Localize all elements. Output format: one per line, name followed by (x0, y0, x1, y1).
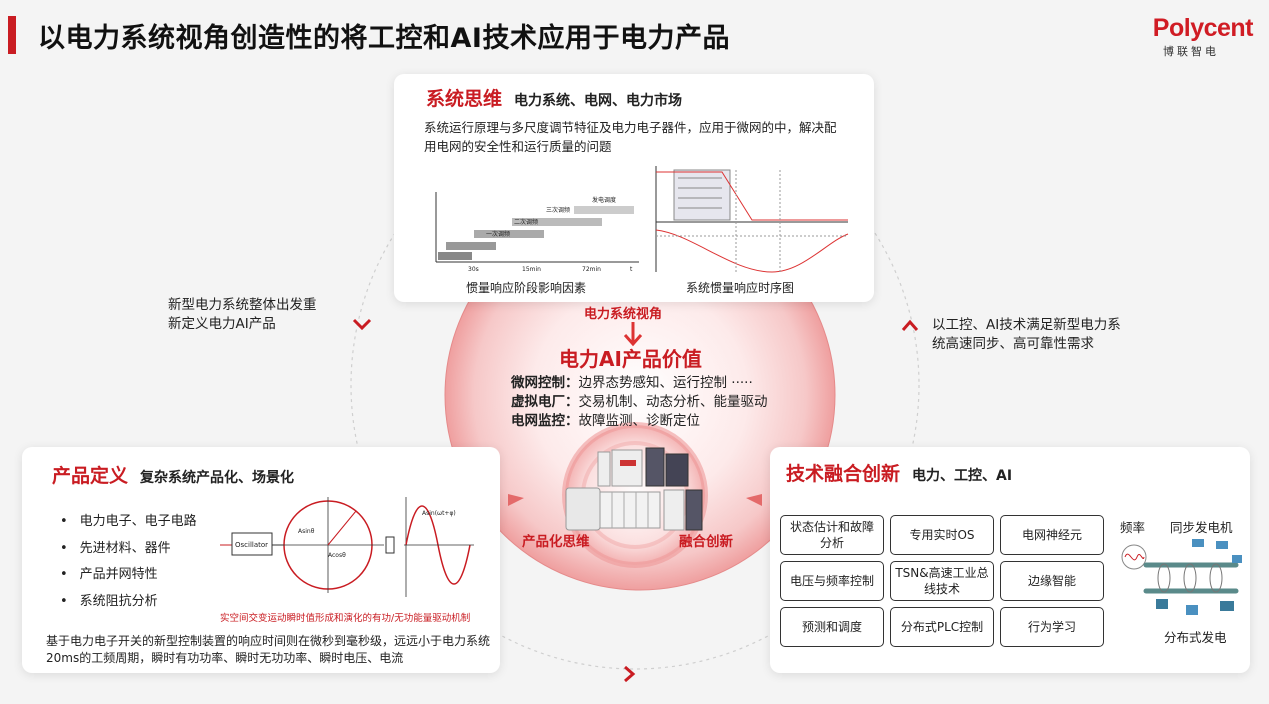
chevron-left-icon (352, 318, 372, 331)
chevron-bottom-icon (624, 665, 636, 683)
value-item-key: 虚拟电厂： (511, 394, 579, 410)
value-item-value: 边界态势感知、运行控制 ····· (578, 375, 753, 391)
fig-label-asin: Asinθ (298, 528, 315, 535)
system-thinking-heading: 系统思维 电力系统、电网、电力市场 (426, 84, 682, 111)
right-side-line-2: 统高速同步、高可靠性需求 (932, 336, 1094, 352)
tech-tag: 电网神经元 (1000, 515, 1104, 555)
value-item-key: 电网监控： (511, 413, 579, 429)
logo-brand: Polycent (1152, 14, 1254, 42)
fig-label-wave: Asin(ωt+φ) (422, 510, 456, 517)
bullet-item: 产品并网特性 (60, 562, 197, 589)
distributed-generation-label: 分布式发电 (1164, 630, 1227, 645)
inertia-timing-figure (655, 166, 849, 274)
product-definition-title: 产品定义 (52, 465, 129, 487)
perspective-label: 电力系统视角 (584, 307, 663, 322)
system-thinking-title: 系统思维 (426, 88, 503, 110)
tech-tag: 预测和调度 (780, 607, 884, 647)
tech-fusion-card: 技术融合创新 电力、工控、AI 状态估计和故障分析 专用实时OS 电网神经元 电… (770, 447, 1250, 673)
generator-network-icon (1121, 539, 1242, 615)
product-definition-note: 基于电力电子开关的新型控制装置的响应时间则在微秒到毫秒级，远远小于电力系统20m… (46, 634, 491, 665)
bullet-item: 先进材料、器件 (60, 536, 197, 563)
bullet-item: 电力电子、电子电路 (60, 509, 197, 536)
tech-fusion-heading: 技术融合创新 电力、工控、AI (786, 459, 1012, 486)
value-item-key: 微网控制： (511, 375, 579, 391)
fig-label-oscillator: Oscillator (235, 541, 268, 549)
product-definition-card: 产品定义 复杂系统产品化、场景化 电力电子、电子电路 先进材料、器件 产品并网特… (22, 447, 500, 673)
title-accent-bar (8, 16, 16, 54)
figure1-caption: 惯量响应阶段影响因素 (466, 281, 587, 295)
left-side-line-1: 新型电力系统整体出发重 (168, 297, 317, 313)
inertia-stage-figure: 一次调频 二次调频 三次调频 发电调度 30s 15min 72min t (435, 192, 639, 273)
logo-sub: 博联智电 (1163, 45, 1219, 58)
tech-tag: 专用实时OS (890, 515, 994, 555)
system-thinking-card: 系统思维 电力系统、电网、电力市场 系统运行原理与多尺度调节特征及电力电子器件，… (394, 74, 874, 302)
system-thinking-subtitle: 电力系统、电网、电力市场 (514, 93, 683, 109)
arrow-right-in (746, 494, 762, 506)
value-item: 电网监控：故障监测、诊断定位 (511, 412, 768, 431)
value-title: 电力AI产品价值 (559, 347, 702, 371)
fig1-label-dispatch: 发电调度 (592, 196, 616, 204)
fig1-axis-72min: 72min (582, 266, 601, 273)
left-side-line-2: 新定义电力AI产品 (168, 316, 276, 332)
fusion-innovation-label: 融合创新 (679, 534, 733, 550)
tech-fusion-subtitle: 电力、工控、AI (912, 468, 1013, 484)
tech-tag: 分布式PLC控制 (890, 607, 994, 647)
tech-fusion-title: 技术融合创新 (786, 463, 901, 485)
sync-generator-label: 同步发电机 (1170, 520, 1233, 535)
value-item-value: 交易机制、动态分析、能量驱动 (578, 394, 768, 410)
fig1-axis-15min: 15min (522, 266, 541, 273)
chevron-right-icon (901, 319, 919, 331)
tech-tag: 电压与频率控制 (780, 561, 884, 601)
fig1-axis-t: t (630, 266, 633, 273)
fig1-label-tertiary: 三次调频 (546, 206, 570, 214)
logo: Polycent 博联智电 (1152, 14, 1254, 59)
frequency-label: 频率 (1120, 520, 1146, 535)
tech-tag: 行为学习 (1000, 607, 1104, 647)
fig-label-acos: Acosθ (328, 552, 346, 559)
power-products-image (565, 447, 703, 531)
figure2-caption: 系统惯量响应时序图 (686, 281, 795, 295)
tech-tag: TSN&高速工业总线技术 (890, 561, 994, 601)
down-arrow (623, 322, 643, 347)
product-definition-bullets: 电力电子、电子电路 先进材料、器件 产品并网特性 系统阻抗分析 (60, 509, 197, 615)
fig1-axis-30s: 30s (468, 266, 479, 273)
figure-caption: 实空间交变运动瞬时值形成和演化的有功/无功能量驱动机制 (220, 613, 471, 624)
right-side-text: 以工控、AI技术满足新型电力系 统高速同步、高可靠性需求 (932, 316, 1121, 354)
value-list: 微网控制：边界态势感知、运行控制 ····· 虚拟电厂：交易机制、动态分析、能量… (511, 374, 768, 431)
product-definition-heading: 产品定义 复杂系统产品化、场景化 (52, 461, 294, 488)
value-item: 虚拟电厂：交易机制、动态分析、能量驱动 (511, 393, 768, 412)
fig1-label-primary: 一次调频 (486, 230, 510, 238)
page-title: 以电力系统视角创造性的将工控和AI技术应用于电力产品 (38, 23, 730, 54)
left-side-text: 新型电力系统整体出发重 新定义电力AI产品 (168, 296, 317, 334)
arrow-left-in (508, 494, 524, 506)
system-thinking-description: 系统运行原理与多尺度调节特征及电力电子器件，应用于微网的中，解决配用电网的安全性… (424, 120, 837, 154)
tech-tag: 边缘智能 (1000, 561, 1104, 601)
product-definition-subtitle: 复杂系统产品化、场景化 (140, 470, 295, 486)
oscillator-figure: Oscillator Asinθ Acosθ Asin(ωt+φ) (220, 497, 474, 597)
value-item-value: 故障监测、诊断定位 (578, 413, 701, 429)
bullet-item: 系统阻抗分析 (60, 589, 197, 616)
product-thinking-label: 产品化思维 (522, 534, 590, 550)
value-item: 微网控制：边界态势感知、运行控制 ····· (511, 374, 768, 393)
fig1-label-secondary: 二次调频 (514, 218, 538, 226)
right-side-line-1: 以工控、AI技术满足新型电力系 (932, 317, 1121, 333)
tech-tag: 状态估计和故障分析 (780, 515, 884, 555)
